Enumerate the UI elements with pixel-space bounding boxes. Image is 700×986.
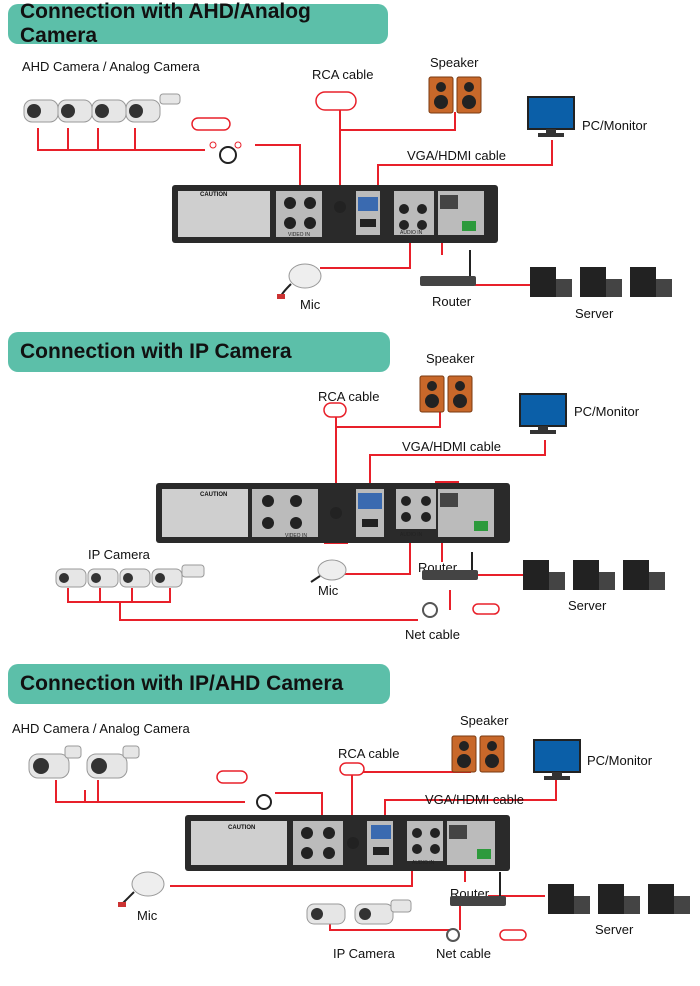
dvr-caution-text: CAUTION	[228, 825, 256, 831]
server-icon	[530, 265, 680, 306]
section-title: Connection with AHD/Analog Camera	[8, 0, 388, 47]
speaker-icon	[450, 734, 506, 779]
mic-icon	[308, 558, 348, 589]
router-icon	[422, 552, 482, 587]
router-icon	[450, 872, 510, 913]
rca-label: RCA cable	[318, 389, 380, 404]
camera-label: AHD Camera / Analog Camera	[12, 721, 190, 736]
server-label: Server	[575, 306, 614, 321]
speaker-label: Speaker	[460, 713, 509, 728]
dvr-unit	[156, 483, 510, 548]
monitor-icon	[526, 95, 576, 144]
section-ip: Connection with IP Camera Speaker RCA ca…	[0, 330, 700, 660]
net-cable-label: Net cable	[436, 946, 491, 961]
monitor-icon	[532, 738, 582, 787]
dvr-videoin-text: VIDEO IN	[285, 533, 307, 539]
server-label: Server	[568, 598, 607, 613]
vga-label: VGA/HDMI cable	[425, 792, 524, 807]
dvr-videoin-text: VIDEO IN	[288, 232, 310, 238]
server-icon	[548, 882, 698, 923]
dvr-caution-text: CAUTION	[200, 492, 228, 498]
wiring	[67, 402, 546, 621]
analog-camera-icon	[25, 744, 155, 789]
rca-label: RCA cable	[312, 67, 374, 82]
vga-label: VGA/HDMI cable	[402, 439, 501, 454]
dvr-unit	[185, 815, 510, 876]
net-cable-label: Net cable	[405, 627, 460, 642]
analog-camera-icon	[20, 92, 195, 137]
ip-camera-icon	[54, 563, 209, 598]
camera-label: AHD Camera / Analog Camera	[22, 59, 200, 74]
ip-camera-icon	[305, 898, 415, 933]
vga-label: VGA/HDMI cable	[407, 148, 506, 163]
server-label: Server	[595, 922, 634, 937]
mic-label: Mic	[300, 297, 321, 312]
rca-label: RCA cable	[338, 746, 400, 761]
dvr-audioin-text: AUDIO IN	[400, 532, 423, 538]
ip-camera-label: IP Camera	[333, 946, 395, 961]
speaker-icon	[427, 75, 483, 120]
section-ahd: Connection with AHD/Analog Camera	[0, 0, 700, 330]
section-ip-ahd: Connection with IP/AHD Camera AHD Camera…	[0, 660, 700, 986]
speaker-label: Speaker	[430, 55, 479, 70]
dvr-audioin-text: AUDIO IN	[412, 860, 435, 866]
speaker-label: Speaker	[426, 351, 475, 366]
monitor-label: PC/Monitor	[587, 753, 653, 768]
dvr-unit	[172, 185, 498, 248]
camera-label: IP Camera	[88, 547, 150, 562]
monitor-label: PC/Monitor	[574, 404, 640, 419]
router-label: Router	[432, 294, 472, 309]
server-icon	[523, 558, 673, 599]
router-icon	[420, 250, 480, 295]
mic-label: Mic	[137, 908, 158, 923]
section-title: Connection with IP Camera	[8, 332, 390, 372]
dvr-caution-text: CAUTION	[200, 192, 228, 198]
mic-label: Mic	[318, 583, 339, 598]
mic-icon	[118, 870, 168, 913]
dvr-audioin-text: AUDIO IN	[400, 230, 423, 236]
monitor-icon	[518, 392, 568, 441]
monitor-label: PC/Monitor	[582, 118, 648, 133]
section-title: Connection with IP/AHD Camera	[8, 664, 390, 704]
speaker-icon	[418, 374, 474, 419]
mic-icon	[277, 262, 323, 305]
